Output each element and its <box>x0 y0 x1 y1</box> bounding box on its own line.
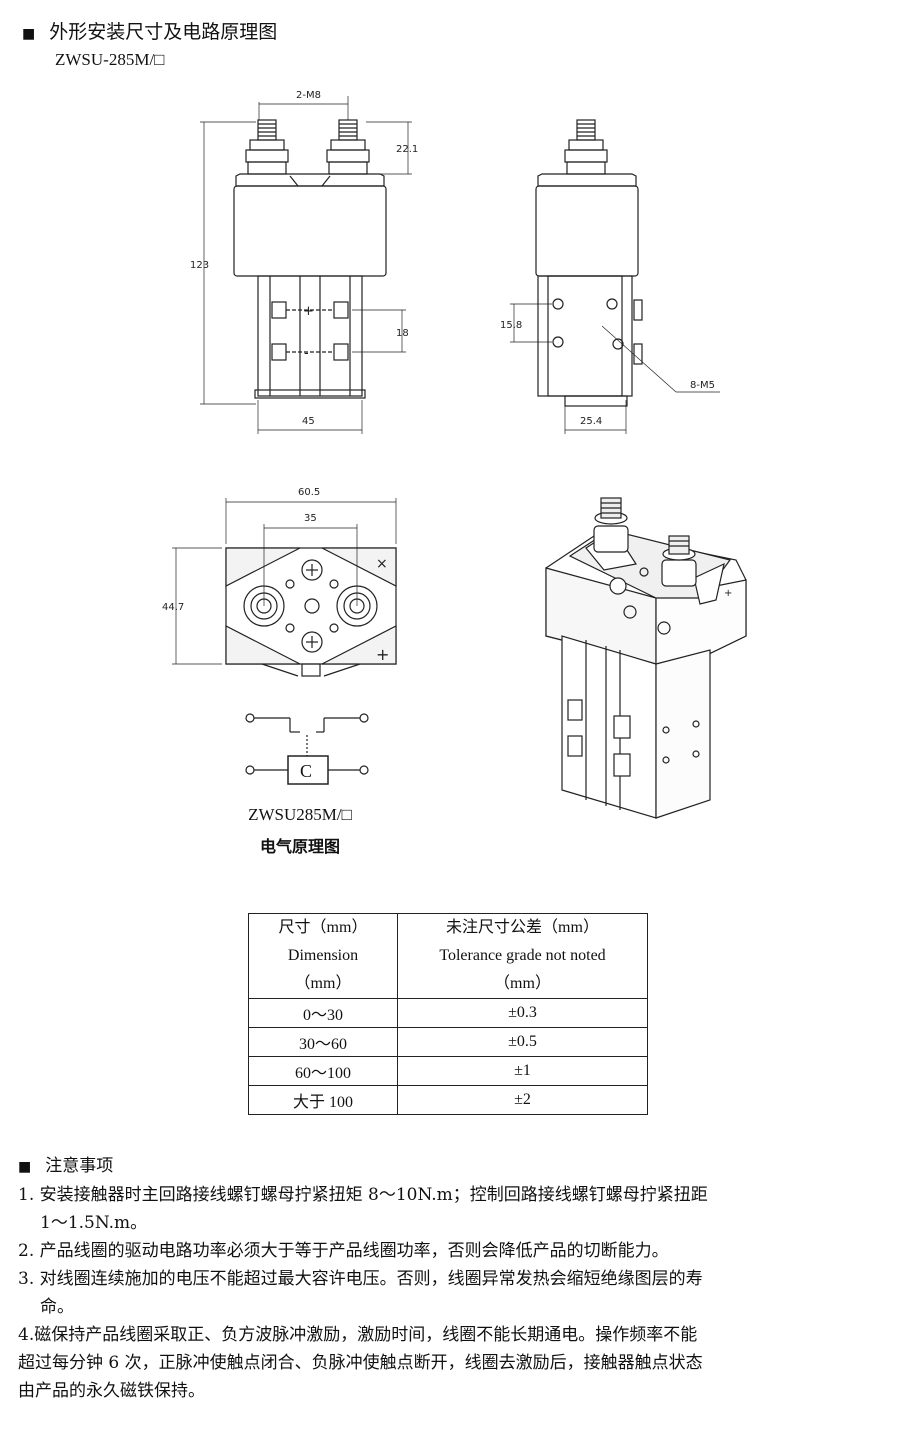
range-cell: 大于 100 <box>248 1085 398 1115</box>
range-cell: 60～100 <box>248 1056 398 1086</box>
left-stud <box>245 119 289 175</box>
dim-width: 45 <box>302 416 315 427</box>
right-stud <box>326 119 370 175</box>
tolerance-cell: ±1 <box>397 1056 648 1086</box>
svg-text:+: + <box>303 304 314 319</box>
table-row: 30～60 ±0.5 <box>248 1027 648 1057</box>
svg-text:-: - <box>304 346 309 361</box>
schematic-subcaption: 电气原理图 <box>259 837 340 856</box>
note-item: 3. 对线圈连续施加的电压不能超过最大容许电压。否则，线圈异常发热会缩短绝缘图层… <box>18 1269 703 1289</box>
dim-side-width: 25.4 <box>580 416 602 427</box>
electrical-schematic: C <box>245 713 369 785</box>
table-header-row: 尺寸（mm） Dimension （mm） 未注尺寸公差（mm） Toleran… <box>248 913 648 999</box>
drawings: + - 2-M8 22.1 123 45 18 <box>162 90 747 819</box>
note-item: 4.磁保持产品线圈采取正、负方波脉冲激励，激励时间，线圈不能长期通电。操作频率不… <box>18 1325 698 1345</box>
model-number: ZWSU-285M/□ <box>55 50 165 69</box>
note-item-cont: 超过每分钟 6 次，正脉冲使触点闭合、负脉冲使触点断开，线圈去激励后，接触器触点… <box>18 1353 703 1373</box>
notes-section: ■注意事项 1. 安装接触器时主回路接线螺钉螺母拧紧扭矩 8～10N.m；控制回… <box>18 1152 880 1405</box>
section-heading: ■ 外形安装尺寸及电路原理图 <box>22 20 277 46</box>
dim-top-depth: 44.7 <box>162 602 184 613</box>
dim-side-holes: 8-M5 <box>690 380 715 391</box>
header-dimension: 尺寸（mm） Dimension （mm） <box>248 913 398 999</box>
dim-side-gap: 15.8 <box>500 320 522 331</box>
schematic-caption: ZWSU285M/□ <box>248 805 352 824</box>
tolerance-table: 尺寸（mm） Dimension （mm） 未注尺寸公差（mm） Toleran… <box>248 913 648 1115</box>
note-item: 1. 安装接触器时主回路接线螺钉螺母拧紧扭矩 8～10N.m；控制回路接线螺钉螺… <box>18 1185 708 1205</box>
front-view: + - 2-M8 22.1 123 45 18 <box>190 90 418 434</box>
dim-top-spacing: 35 <box>304 513 317 524</box>
note-item-cont: 命。 <box>40 1297 74 1317</box>
header-tolerance: 未注尺寸公差（mm） Tolerance grade not noted （mm… <box>397 913 648 999</box>
tolerance-cell: ±0.3 <box>397 998 648 1028</box>
notes-title: ■注意事项 <box>18 1156 114 1176</box>
range-cell: 30～60 <box>248 1027 398 1057</box>
note-item-cont: 由产品的永久磁铁保持。 <box>18 1381 205 1401</box>
side-view: 15.8 8-M5 25.4 <box>500 119 720 434</box>
dim-thread: 2-M8 <box>296 90 321 101</box>
section-title: 外形安装尺寸及电路原理图 <box>49 21 278 43</box>
note-item-cont: 1～1.5N.m。 <box>40 1213 148 1233</box>
table-row: 0～30 ±0.3 <box>248 998 648 1028</box>
tolerance-cell: ±0.5 <box>397 1027 648 1057</box>
dim-stud-height: 22.1 <box>396 144 418 155</box>
range-cell: 0～30 <box>248 998 398 1028</box>
svg-text:×: × <box>376 556 388 572</box>
svg-text:+: + <box>724 588 732 599</box>
coil-letter: C <box>300 761 312 781</box>
table-row: 60～100 ±1 <box>248 1056 648 1086</box>
svg-text:+: + <box>376 645 389 664</box>
dim-spacing: 18 <box>396 328 409 339</box>
top-view: × + 60.5 35 44.7 <box>162 487 397 677</box>
dim-height: 123 <box>190 260 209 271</box>
bullet-square: ■ <box>22 26 36 42</box>
dim-top-width: 60.5 <box>298 487 320 498</box>
tolerance-cell: ±2 <box>397 1085 648 1115</box>
note-item: 2. 产品线圈的驱动电路功率必须大于等于产品线圈功率，否则会降低产品的切断能力。 <box>18 1241 669 1261</box>
isometric-view: + <box>545 497 747 819</box>
table-row: 大于 100 ±2 <box>248 1085 648 1115</box>
